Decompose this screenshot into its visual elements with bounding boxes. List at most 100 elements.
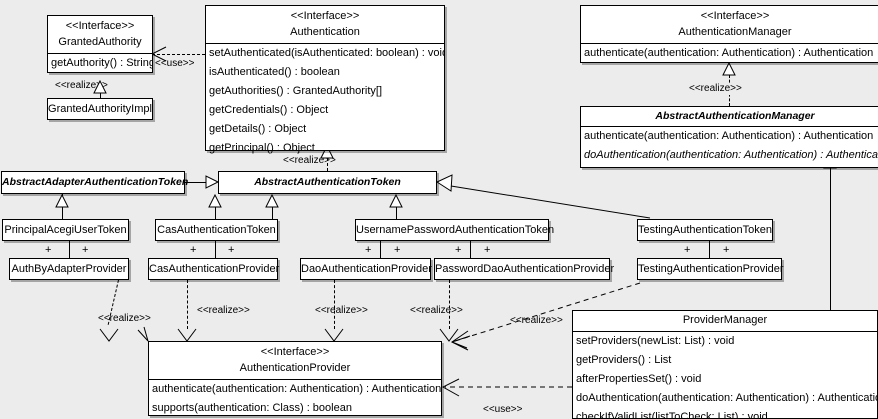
testing-authentication-provider-name: TestingAuthenticationProvider: [638, 263, 784, 275]
abstract-authentication-token-name: AbstractAuthenticationToken: [254, 176, 401, 188]
assoc-marker-plus: +: [45, 244, 52, 256]
connector-generalization-principal-token: [62, 194, 63, 219]
authentication-stereotype: <<Interface>>: [290, 10, 360, 22]
operation: supports(authentication: Class) : boolea…: [152, 402, 352, 414]
operation: doAuthentication(authentication: Authent…: [576, 392, 877, 404]
class-username-password-authentication-token[interactable]: UsernamePasswordAuthenticationToken: [355, 219, 555, 241]
class-abstract-authentication-token[interactable]: AbstractAuthenticationToken: [218, 171, 437, 194]
class-authentication-provider[interactable]: <<Interface>> AuthenticationProvider aut…: [148, 341, 442, 416]
cas-authentication-provider-name: CasAuthenticationProvider: [149, 263, 280, 275]
connector-use-granted-authority: [152, 54, 205, 55]
connector-realize-dao-provider: [334, 280, 335, 329]
assoc-testing-token-to-provider: [709, 241, 710, 258]
assoc-marker-plus: +: [484, 244, 491, 256]
divider: [573, 331, 877, 332]
granted-authority-name: GrantedAuthority: [58, 36, 142, 48]
password-dao-authentication-provider-name: PasswordDaoAuthenticationProvider: [435, 263, 615, 275]
authentication-provider-header: <<Interface>> AuthenticationProvider: [149, 342, 441, 379]
authentication-provider-operations: authenticate(authentication: Authenticat…: [149, 380, 441, 418]
connector-realize-abstract-auth-token: [327, 158, 328, 171]
dao-authentication-provider-name: DaoAuthenticationProvider: [301, 263, 432, 275]
divider: [581, 43, 878, 44]
assoc-upat-to-dao: [380, 241, 381, 258]
label-realize-abstract-auth-manager: <<realize>>: [687, 83, 744, 95]
assoc-marker-plus: +: [394, 244, 401, 256]
assoc-marker-plus: +: [455, 244, 462, 256]
label-realize-testing-provider: <<realize>>: [508, 315, 565, 327]
operation: isAuthenticated() : boolean: [209, 66, 340, 78]
operation: authenticate(authentication: Authenticat…: [584, 130, 874, 142]
class-abstract-authentication-manager[interactable]: AbstractAuthenticationManager authentica…: [580, 106, 878, 168]
authentication-provider-name: AuthenticationProvider: [239, 362, 351, 374]
granted-authority-header: <<Interface>> GrantedAuthority: [48, 16, 152, 53]
class-authentication[interactable]: <<Interface>> Authentication setAuthenti…: [205, 5, 445, 154]
operation: getAuthorities() : GrantedAuthority[]: [209, 85, 383, 97]
assoc-upat-to-passworddao: [470, 241, 471, 258]
cas-authentication-token-name: CasAuthenticationToken: [157, 224, 276, 236]
assoc-marker-plus: +: [684, 244, 691, 256]
authentication-manager-stereotype: <<Interface>>: [700, 10, 770, 22]
connector-realize-cas-provider: [187, 280, 188, 329]
class-provider-manager[interactable]: ProviderManager setProviders(newList: Li…: [572, 310, 878, 419]
connector-realize-granted-authority-impl: [100, 93, 101, 98]
assoc-cas-token-to-provider: [215, 241, 216, 258]
connector-generalization-provider-manager: [830, 168, 831, 310]
label-realize-password-dao-provider: <<realize>>: [410, 305, 463, 316]
operation: checkIfValidList(listToCheck: List) : vo…: [576, 411, 768, 419]
operation: getPrincipal() : Object: [209, 142, 315, 154]
label-realize-auth-by-adapter: <<realize>>: [98, 313, 151, 324]
label-realize-cas-provider: <<realize>>: [197, 305, 250, 316]
class-authentication-manager[interactable]: <<Interface>> AuthenticationManager auth…: [580, 5, 878, 63]
operation: setProviders(newList: List) : void: [576, 335, 735, 347]
assoc-marker-plus: +: [723, 244, 730, 256]
connector-generalization-username-token-drop: [396, 207, 397, 219]
class-testing-authentication-token[interactable]: TestingAuthenticationToken: [637, 219, 773, 241]
label-use-provider-manager: <<use>>: [483, 404, 523, 415]
authentication-manager-header: <<Interface>> AuthenticationManager: [581, 6, 878, 43]
granted-authority-impl-name: GrantedAuthorityImpl: [48, 103, 152, 115]
class-dao-authentication-provider[interactable]: DaoAuthenticationProvider: [300, 258, 432, 280]
class-granted-authority[interactable]: <<Interface>> GrantedAuthority getAuthor…: [47, 15, 153, 73]
label-use-granted-authority: <<use>>: [155, 58, 195, 69]
divider: [206, 43, 444, 44]
connector-generalization-username-password-token: [272, 207, 273, 219]
class-auth-by-adapter-provider[interactable]: AuthByAdapterProvider: [9, 258, 129, 280]
label-realize-granted-authority-impl: <<realize>>: [55, 80, 108, 91]
authentication-name: Authentication: [290, 26, 360, 38]
divider: [48, 53, 152, 54]
provider-manager-header: ProviderManager: [573, 311, 877, 331]
abstract-authentication-manager-operations: authenticate(authentication: Authenticat…: [581, 127, 878, 165]
provider-manager-operations: setProviders(newList: List) : void getPr…: [573, 332, 877, 419]
class-principal-acegi-user-token[interactable]: PrincipalAcegiUserToken: [2, 219, 129, 241]
class-cas-authentication-token[interactable]: CasAuthenticationToken: [155, 219, 278, 241]
auth-by-adapter-provider-name: AuthByAdapterProvider: [11, 263, 127, 275]
operation: authenticate(authentication: Authenticat…: [152, 383, 441, 395]
class-granted-authority-impl[interactable]: GrantedAuthorityImpl: [47, 98, 153, 120]
assoc-principal-to-authbyadapter: [69, 241, 70, 258]
connector-generalization-adapter-token: [185, 182, 206, 183]
operation: setAuthenticated(isAuthenticated: boolea…: [209, 47, 444, 59]
authentication-manager-name: AuthenticationManager: [678, 26, 792, 38]
granted-authority-stereotype: <<Interface>>: [65, 20, 135, 32]
operation: authenticate(authentication: Authenticat…: [584, 47, 874, 59]
abstract-adapter-authentication-token-name: AbstractAdapterAuthenticationToken: [2, 176, 189, 188]
class-testing-authentication-provider[interactable]: TestingAuthenticationProvider: [637, 258, 784, 280]
authentication-operations: setAuthenticated(isAuthenticated: boolea…: [206, 44, 444, 158]
operation: getProviders() : List: [576, 354, 672, 366]
username-password-authentication-token-name: UsernamePasswordAuthenticationToken: [356, 224, 555, 236]
operation: doAuthentication(authentication: Authent…: [584, 149, 878, 161]
class-abstract-adapter-authentication-token[interactable]: AbstractAdapterAuthenticationToken: [1, 171, 189, 194]
class-password-dao-authentication-provider[interactable]: PasswordDaoAuthenticationProvider: [434, 258, 615, 280]
provider-manager-name: ProviderManager: [682, 314, 768, 326]
label-realize-dao-provider: <<realize>>: [315, 305, 368, 316]
authentication-header: <<Interface>> Authentication: [206, 6, 444, 43]
granted-authority-operations: getAuthority() : String: [48, 54, 152, 73]
connector-cas-token-riser: [215, 207, 216, 219]
testing-authentication-token-name: TestingAuthenticationToken: [638, 224, 772, 236]
class-cas-authentication-provider[interactable]: CasAuthenticationProvider: [148, 258, 280, 280]
assoc-marker-plus: +: [365, 244, 372, 256]
authentication-provider-stereotype: <<Interface>>: [260, 346, 330, 358]
label-realize-abstract-auth-token: <<realize>>: [283, 155, 336, 166]
divider: [581, 126, 878, 127]
